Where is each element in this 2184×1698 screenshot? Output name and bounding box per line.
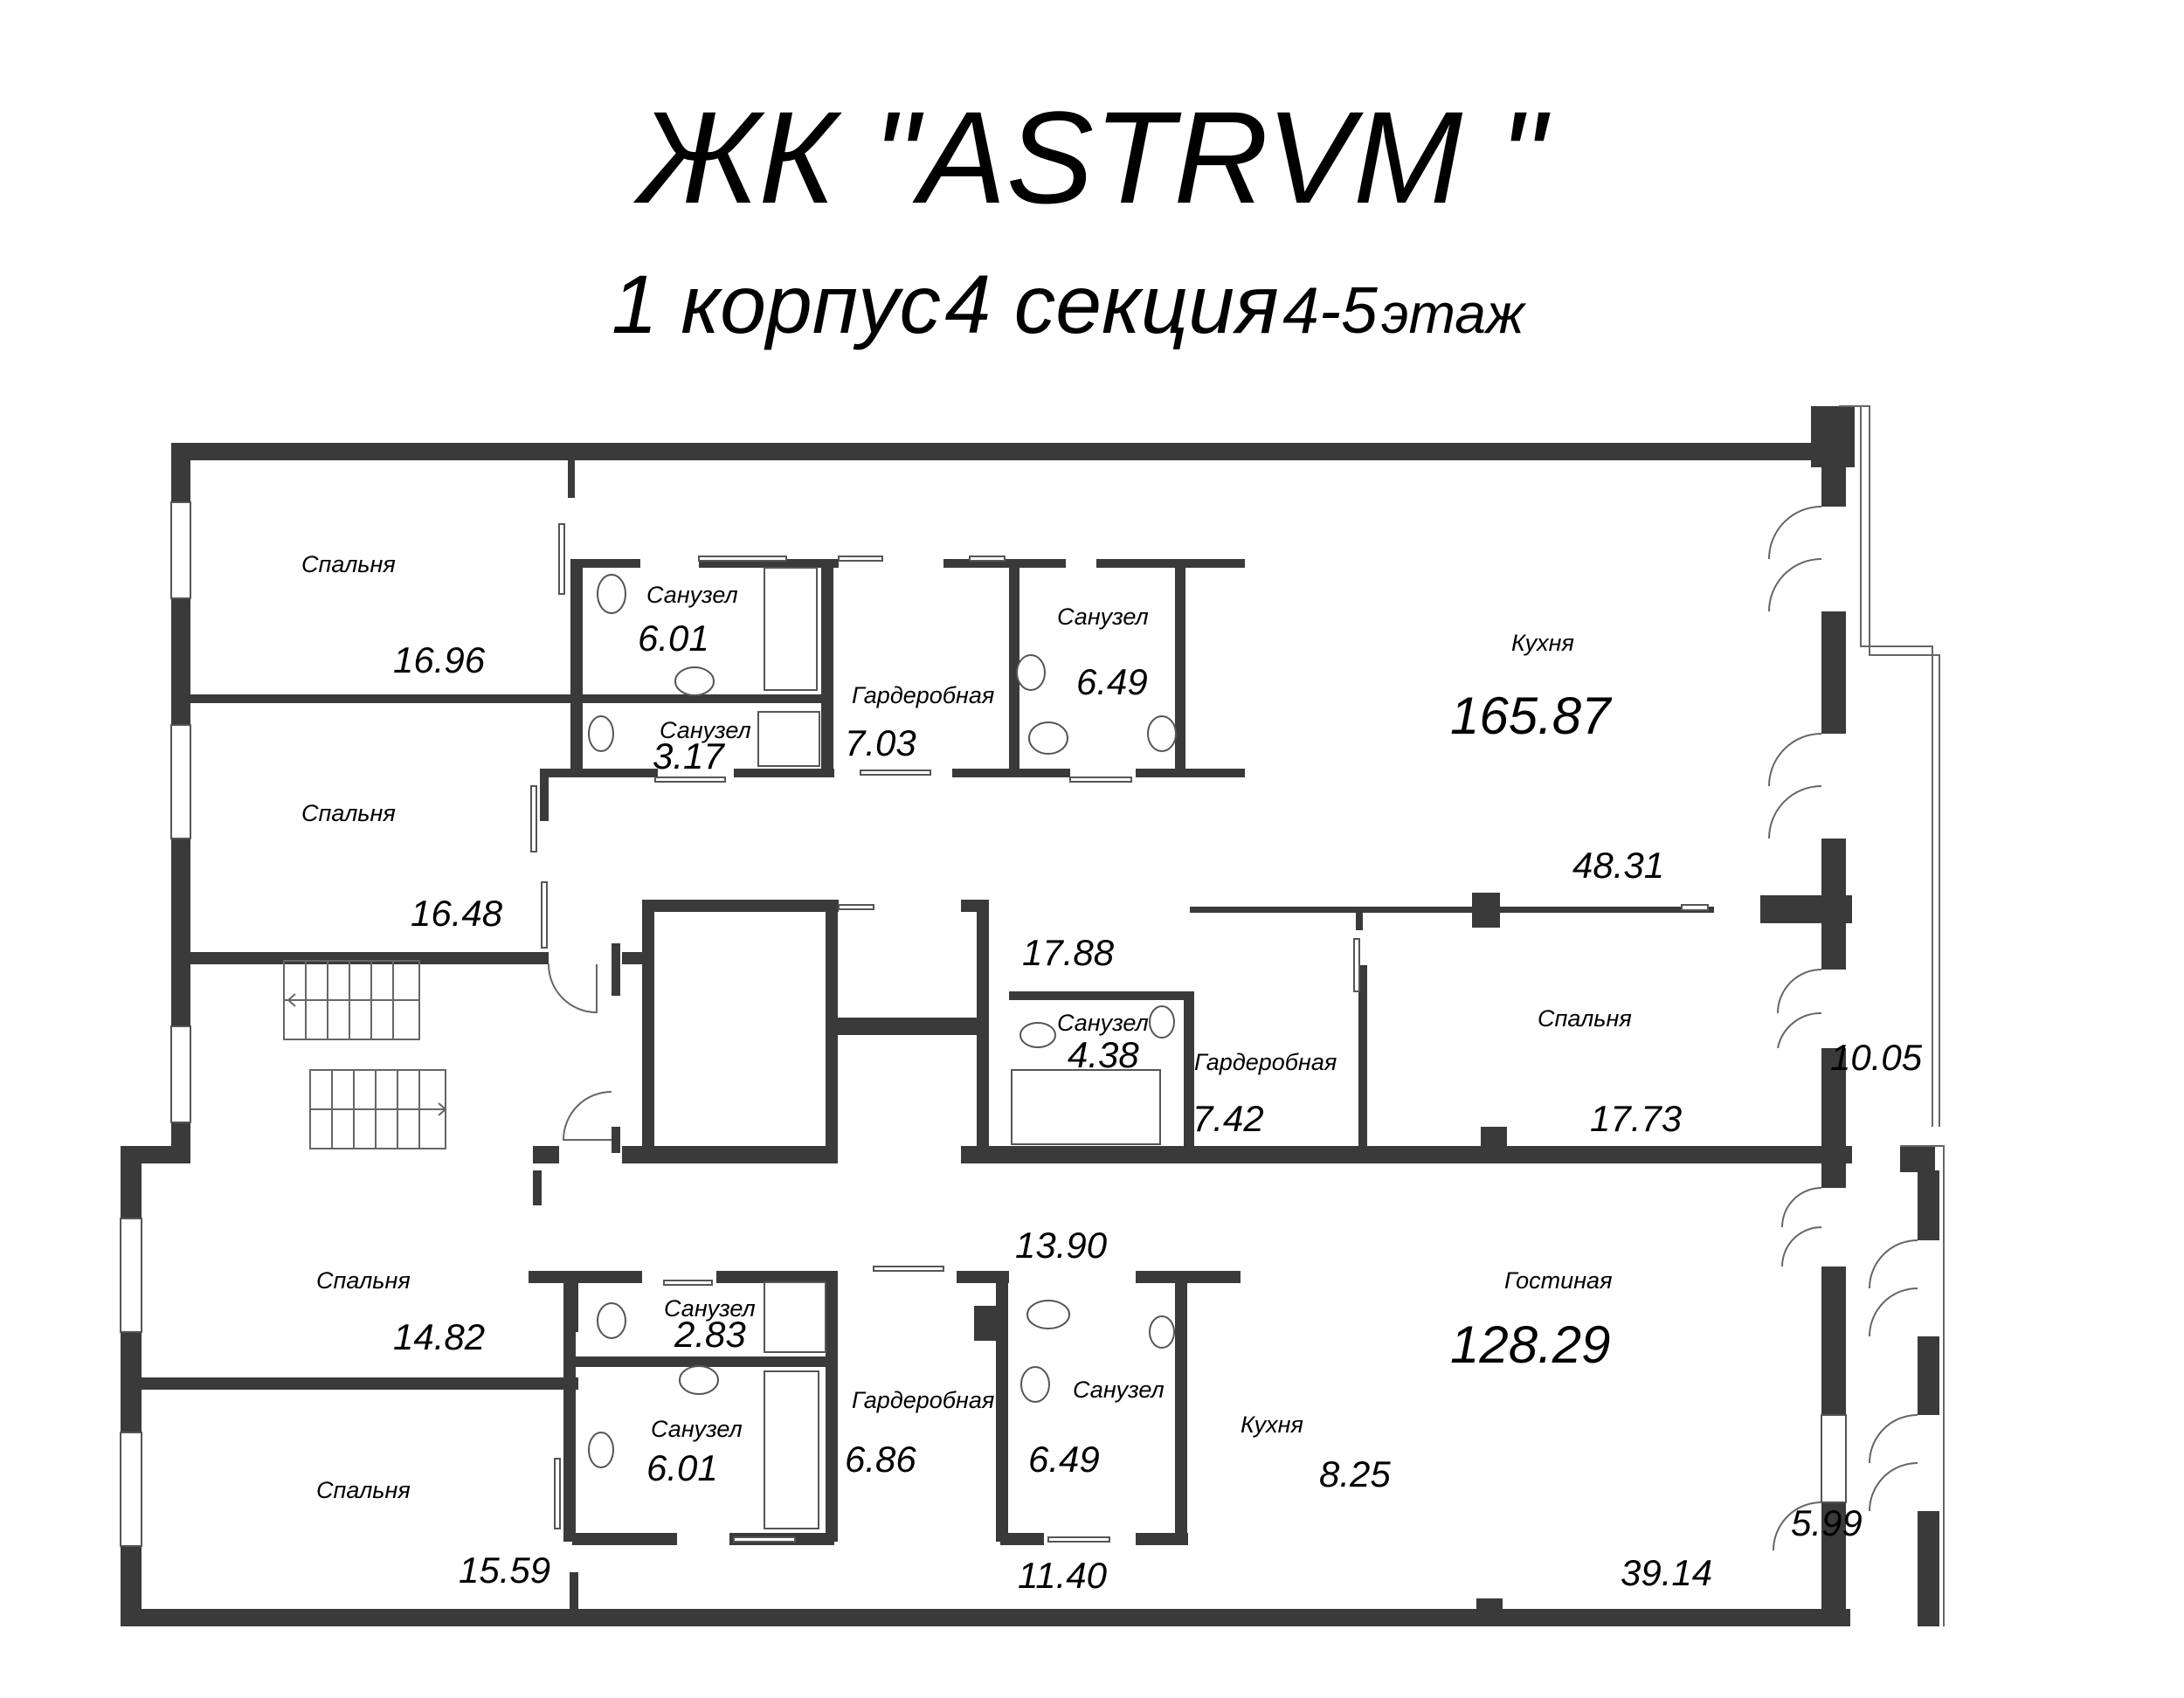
bathroom-2-area: 3.17 [653, 735, 725, 777]
upper-interior-walls [190, 454, 1852, 1205]
room-labels: Спальня 16.96 Санузел 6.01 Санузел 3.17 … [301, 551, 1923, 1596]
wardrobe-2-area: 7.42 [1192, 1098, 1264, 1139]
upper-fixtures [588, 567, 1177, 1145]
living-room-area: 128.29 [1450, 1315, 1611, 1374]
bedroom-5-area: 15.59 [459, 1550, 550, 1591]
windows [120, 501, 1847, 1547]
hall-3-area: 39.14 [1621, 1552, 1712, 1593]
building-label: 1 корпус [612, 259, 942, 351]
bedroom-1-label: Спальня [301, 551, 396, 577]
bathroom-4-label: Санузел [1057, 1010, 1149, 1036]
facade-doors [1768, 506, 1918, 1551]
bedroom-3-label: Спальня [1538, 1005, 1632, 1032]
bedroom-3-area: 17.73 [1590, 1098, 1682, 1139]
wardrobe-2-label: Гардеробная [1194, 1049, 1337, 1075]
hall-2-area: 11.40 [1018, 1555, 1108, 1596]
bathroom-3-label: Санузел [1057, 604, 1149, 630]
bathroom-5-area: 2.83 [674, 1314, 746, 1355]
bedroom-2-label: Спальня [301, 800, 396, 826]
bathroom-6-label: Санузел [651, 1416, 743, 1442]
bathroom-7-label: Санузел [1073, 1377, 1165, 1403]
corridor-1-area: 17.88 [1022, 932, 1115, 973]
lower-interior-walls [142, 1271, 1503, 1625]
bathroom-4-area: 4.38 [1068, 1034, 1139, 1075]
balconies [1839, 405, 1945, 1626]
kitchen-1-label: Кухня [1511, 630, 1574, 656]
bedroom-1-area: 16.96 [393, 639, 486, 680]
bathroom-1-label: Санузел [646, 582, 738, 608]
floor-subtitle: 1 корпус 4 секция 4-5 этаж [612, 264, 1524, 347]
wardrobe-3-label: Гардеробная [852, 1387, 994, 1413]
bathroom-5-label: Санузел [664, 1295, 756, 1322]
kitchen-2-area: 8.25 [1319, 1453, 1391, 1494]
bedroom-4-label: Спальня [316, 1267, 411, 1294]
kitchen-2-label: Кухня [1241, 1412, 1303, 1438]
balcony-2-area: 5.99 [1791, 1502, 1863, 1543]
stairs [283, 960, 447, 1149]
bathroom-1-area: 6.01 [638, 618, 709, 659]
section-label: 4 секция [944, 259, 1279, 351]
upper-doors [530, 523, 1709, 1141]
wardrobe-1-label: Гардеробная [852, 682, 994, 708]
bathroom-7-area: 6.49 [1028, 1439, 1100, 1480]
bedroom-2-area: 16.48 [411, 893, 503, 934]
balcony-1-area: 10.05 [1830, 1037, 1923, 1078]
bedroom-5-label: Спальня [316, 1477, 411, 1503]
living-room-label: Гостиная [1504, 1267, 1613, 1294]
bathroom-6-area: 6.01 [646, 1447, 718, 1488]
wardrobe-3-area: 6.86 [845, 1439, 916, 1480]
lower-fixtures [588, 1281, 1175, 1529]
lower-doors [554, 1266, 1110, 1543]
corridor-2-area: 13.90 [1015, 1225, 1108, 1266]
complex-title: ЖК "ASTRVM " [638, 84, 1546, 231]
floor-word: этаж [1381, 282, 1524, 345]
floors-label: 4-5 [1282, 273, 1378, 347]
bedroom-4-area: 14.82 [393, 1316, 485, 1357]
bathroom-2-label: Санузел [660, 717, 751, 743]
hall-1-area: 48.31 [1572, 845, 1664, 886]
wardrobe-1-area: 7.03 [845, 722, 916, 763]
bathroom-3-area: 6.49 [1076, 661, 1148, 702]
kitchen-1-area: 165.87 [1450, 687, 1613, 745]
